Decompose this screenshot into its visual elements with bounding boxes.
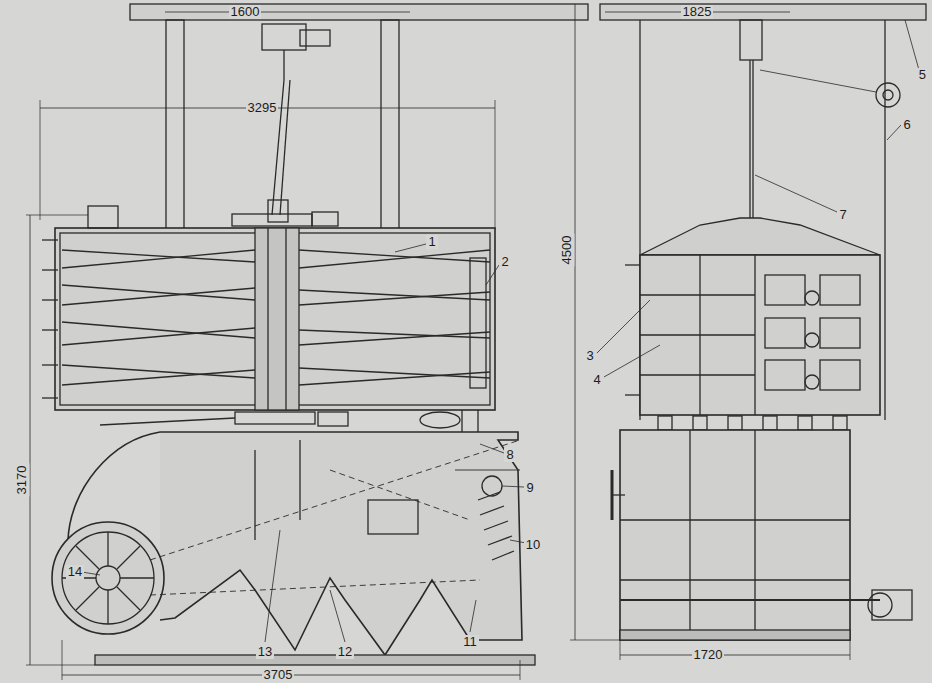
dimension-value: 4500	[560, 234, 574, 267]
callout-number: 11	[461, 635, 479, 649]
callout-number: 1	[426, 235, 437, 249]
callout-number: 10	[524, 538, 542, 552]
callout-number: 3	[584, 349, 595, 363]
callout-number: 14	[66, 565, 84, 579]
dimension-value: 3170	[15, 464, 29, 497]
callout-number: 13	[256, 645, 274, 659]
dimension-value: 1720	[692, 648, 725, 662]
dimension-value: 1825	[681, 5, 714, 19]
dimension-value: 3705	[262, 668, 295, 682]
callout-number: 8	[504, 448, 515, 462]
callout-number: 7	[837, 208, 848, 222]
callout-number: 4	[591, 373, 602, 387]
callout-number: 9	[524, 481, 535, 495]
dimension-value: 1600	[229, 5, 262, 19]
callout-number: 2	[499, 255, 510, 269]
callout-number: 12	[336, 645, 354, 659]
callout-number: 5	[917, 68, 928, 82]
callout-number: 6	[901, 118, 912, 132]
dimension-value: 3295	[246, 101, 279, 115]
